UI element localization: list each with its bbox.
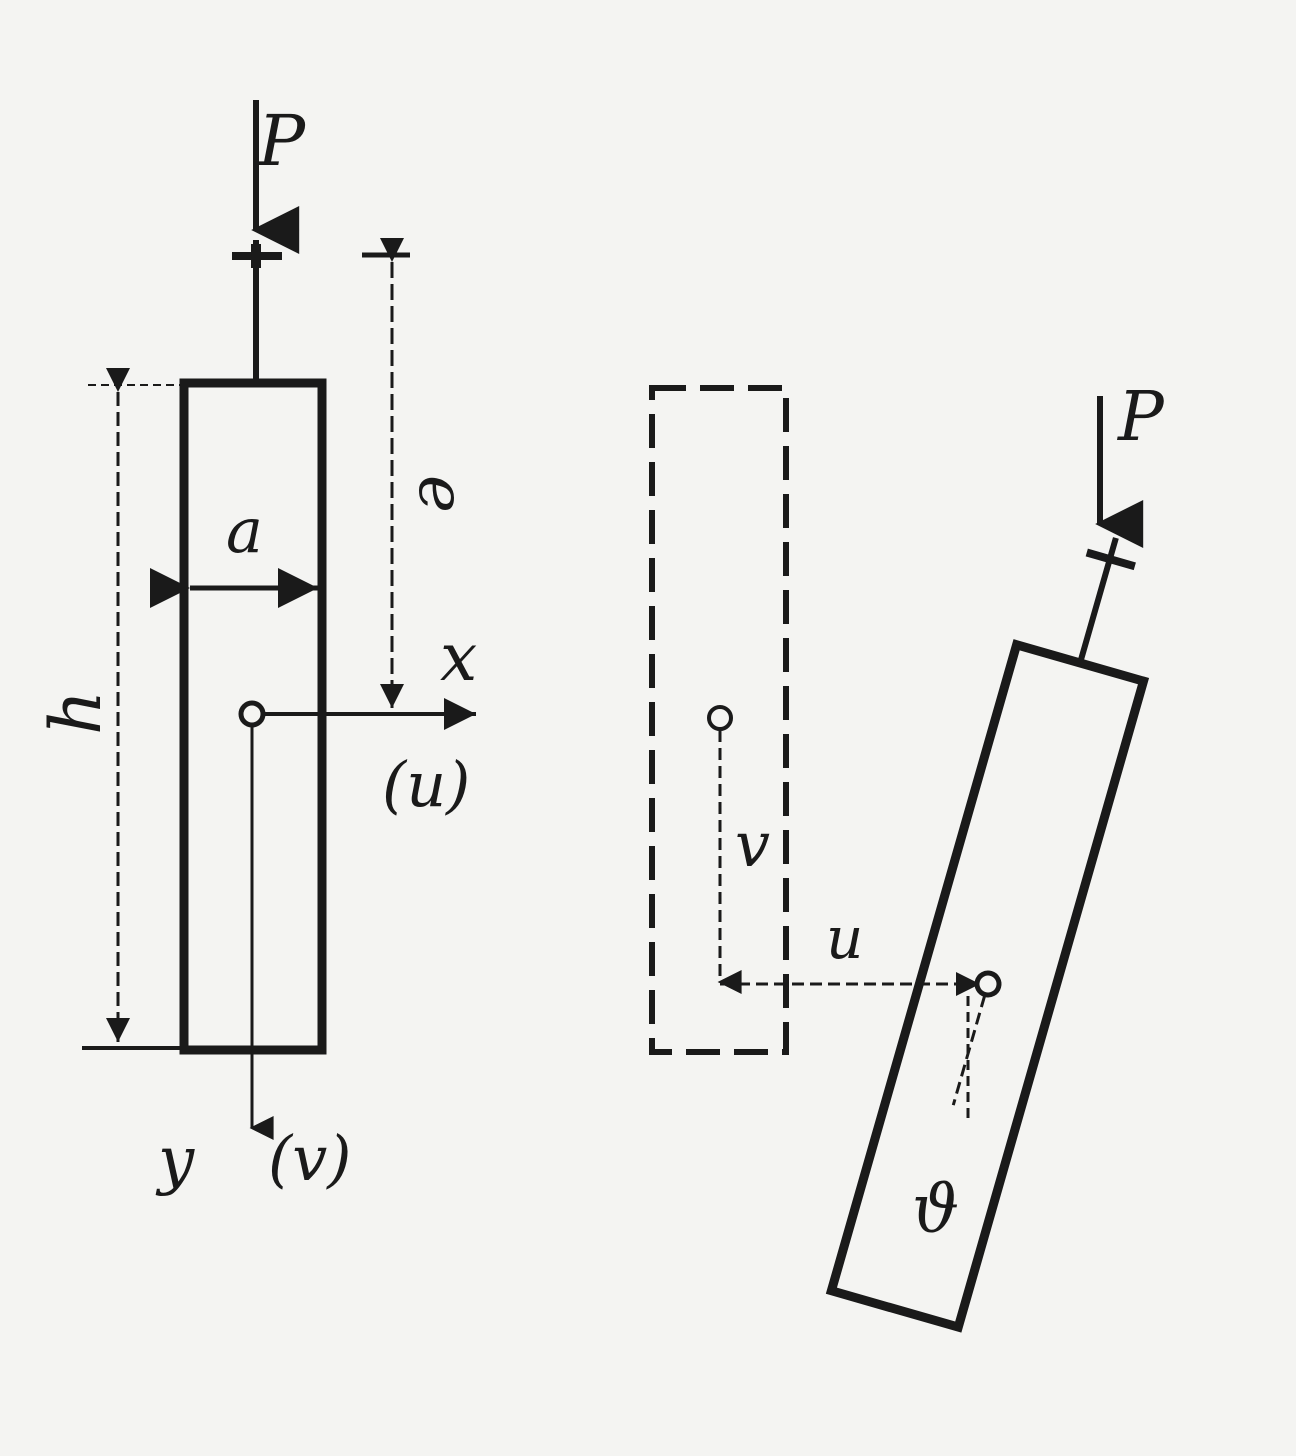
centroid-point <box>238 700 266 728</box>
height-label: h <box>35 690 117 735</box>
x-axis-label: x <box>440 619 477 696</box>
u-label: (u) <box>382 748 470 821</box>
rotation-label: ϑ <box>912 1171 959 1248</box>
rotated-column <box>825 537 1150 1333</box>
original-centroid <box>707 705 733 731</box>
load-label: P <box>256 100 307 182</box>
right-v-label: v <box>735 808 770 881</box>
right-panel: v u P ϑ <box>649 378 1165 1333</box>
right-u-label: u <box>826 904 863 972</box>
load-arrow <box>232 100 300 383</box>
y-axis-label: y <box>155 1124 195 1198</box>
height-dimension <box>82 368 184 1050</box>
left-panel: P a h e x (u) y (v) <box>35 100 478 1198</box>
eccentricity-dimension <box>362 238 410 708</box>
original-column-outline <box>649 385 789 1055</box>
width-label: a <box>226 494 263 567</box>
eccentricity-label: e <box>404 475 478 513</box>
displaced-centroid <box>974 970 1002 998</box>
right-load-label: P <box>1116 378 1165 457</box>
v-label: (v) <box>268 1122 351 1195</box>
